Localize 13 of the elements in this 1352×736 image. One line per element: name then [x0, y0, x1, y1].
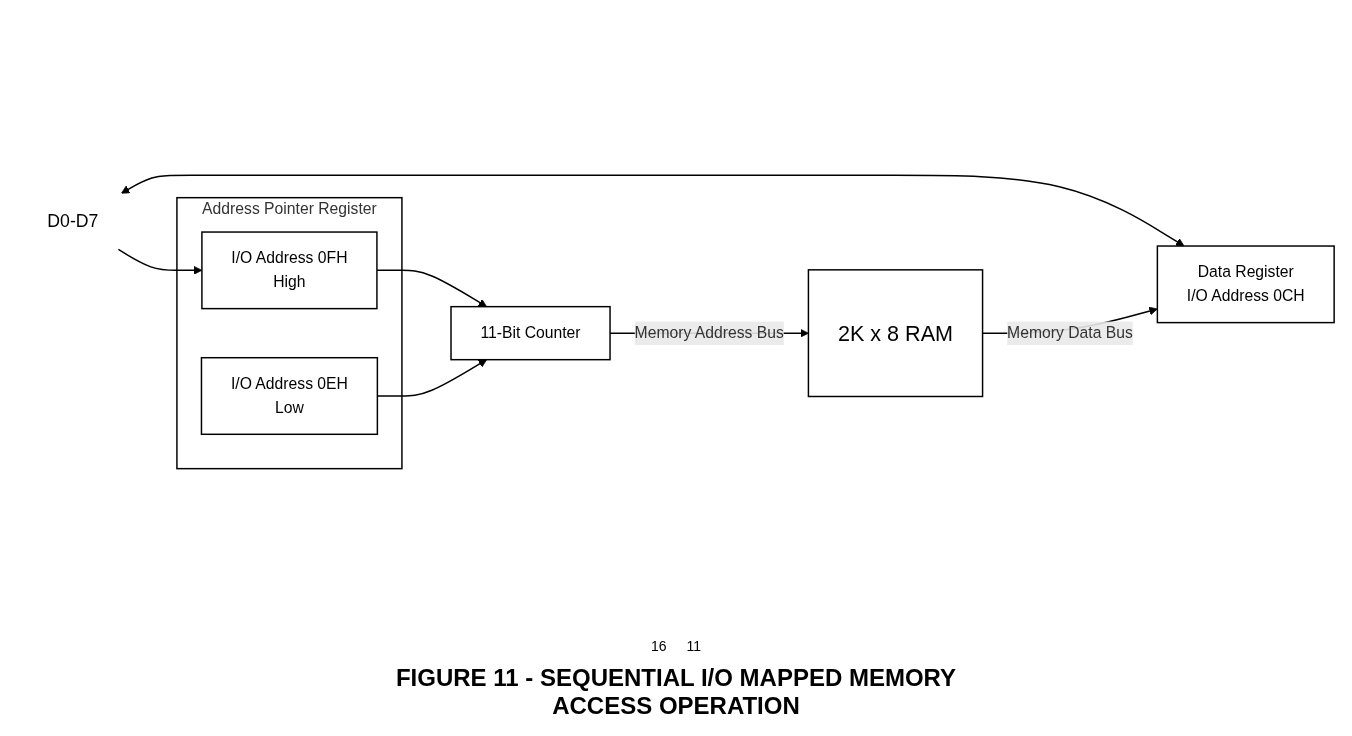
edge-label: Memory Data Bus	[1007, 324, 1133, 342]
node-text: D0-D7	[47, 211, 99, 231]
bus-width-label: 11	[686, 638, 702, 654]
node-box: Data Register I/O Address 0CH	[1156, 245, 1335, 324]
bus-width-label: 16	[650, 638, 667, 654]
node-box: I/O Address 0FH High	[201, 231, 378, 310]
node-box: 11-Bit Counter	[450, 305, 611, 361]
figure-caption: FIGURE 11 - SEQUENTIAL I/O MAPPED MEMORY ACCESS OPERATION	[394, 664, 958, 720]
edge-label: Memory Address Bus	[634, 324, 784, 342]
node-box: I/O Address 0EH Low	[200, 356, 379, 436]
arrow	[376, 269, 487, 308]
node-box: 2K x 8 RAM	[807, 269, 984, 398]
arrow	[121, 174, 1185, 247]
